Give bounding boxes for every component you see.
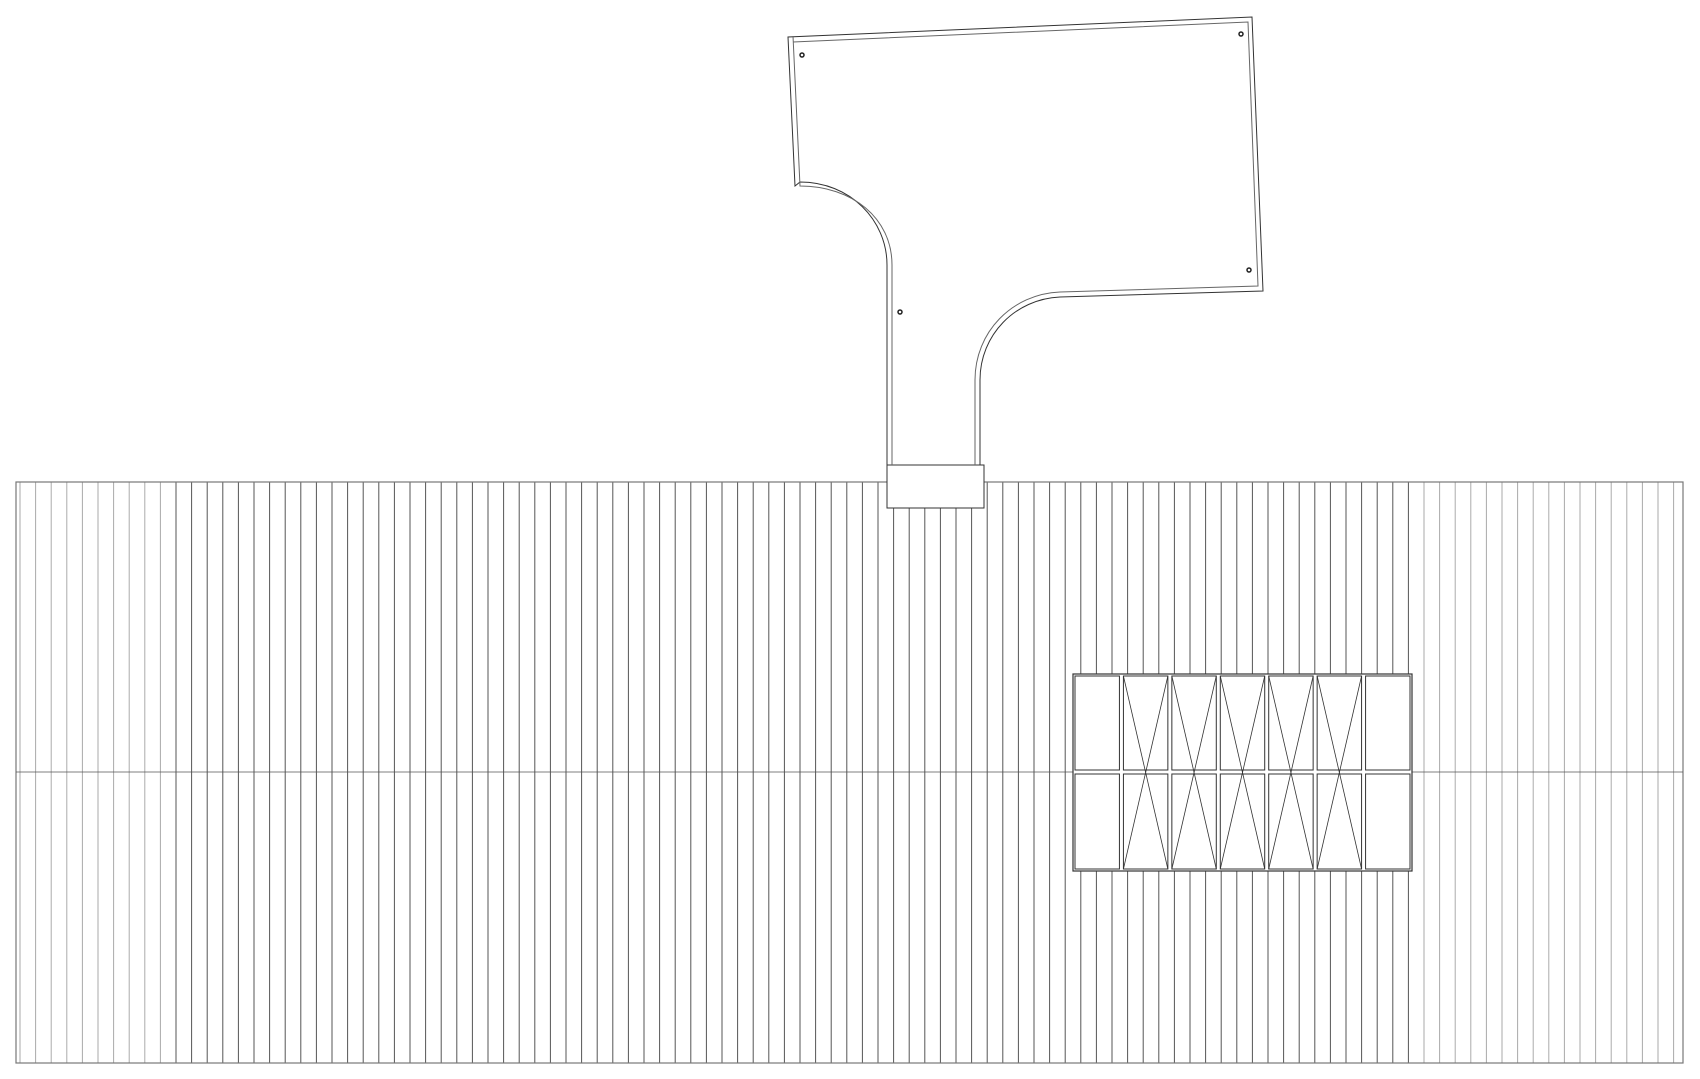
operable-pane-mark <box>1268 675 1314 870</box>
skylight-pane <box>1171 675 1217 771</box>
skylight-pane <box>1365 675 1411 771</box>
skylight-array <box>1072 673 1413 872</box>
skylight-pane <box>1074 675 1120 771</box>
skylight-pane <box>1316 675 1363 771</box>
drain-point <box>1238 31 1244 37</box>
chimney-box <box>886 464 985 509</box>
operable-pane-mark <box>1219 675 1266 870</box>
skylight-pane <box>1122 675 1169 771</box>
skylight-pane <box>1074 773 1120 870</box>
roof-outline <box>15 481 1684 1064</box>
roof-standing-seams <box>19 482 1675 1063</box>
operable-pane-mark <box>1123 675 1169 870</box>
operable-pane-mark <box>1171 675 1217 870</box>
canopy-outline <box>787 16 1264 465</box>
drain-point <box>799 52 805 58</box>
operable-pane-mark <box>1316 675 1362 870</box>
skylight-pane <box>1268 675 1314 771</box>
drain-point <box>1246 267 1252 273</box>
skylight-pane <box>1365 773 1411 870</box>
drain-points <box>799 31 1252 315</box>
drain-point <box>897 309 903 315</box>
skylight-pane <box>1219 675 1266 771</box>
